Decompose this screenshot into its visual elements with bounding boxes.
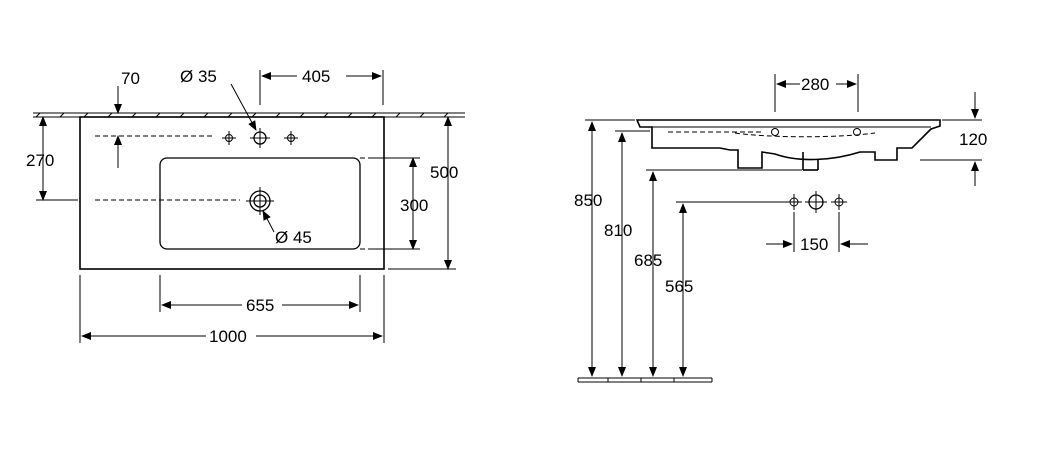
dim-70-label: 70 [121,69,140,88]
tap-hole-left-icon [771,128,779,136]
dim-120-label: 120 [959,130,987,149]
bowl-outline [159,157,361,250]
tap-hole-icon [250,128,270,148]
drain-icon [246,187,274,215]
dim-850-label: 850 [574,191,602,210]
tap-hole-layout-icon [786,191,847,213]
dim-280-label: 280 [801,75,829,94]
dim-685-label: 685 [634,251,662,270]
tap-hole-right-icon [853,128,861,136]
basin-outline [79,116,385,270]
optional-tap-hole-right-icon [284,131,298,145]
dim-810-label: 810 [604,221,632,240]
dim-500-label: 500 [430,163,458,182]
dim-150-label: 150 [800,235,828,254]
dim-diameter-45-label: Ø 45 [275,228,312,247]
side-view: 280 120 850 810 685 [574,74,987,383]
dim-diameter-35-label: Ø 35 [180,67,217,86]
dim-655-label: 655 [246,296,274,315]
dim-270-label: 270 [26,151,54,170]
dim-565-label: 565 [665,277,693,296]
optional-tap-hole-left-icon [222,131,236,145]
dim-405-label: 405 [302,67,330,86]
dim-300-label: 300 [400,196,428,215]
top-view: 70 270 Ø 35 405 500 300 Ø 45 655 [26,67,465,346]
floor-hatch [577,377,713,383]
dim-1000-label: 1000 [209,327,247,346]
